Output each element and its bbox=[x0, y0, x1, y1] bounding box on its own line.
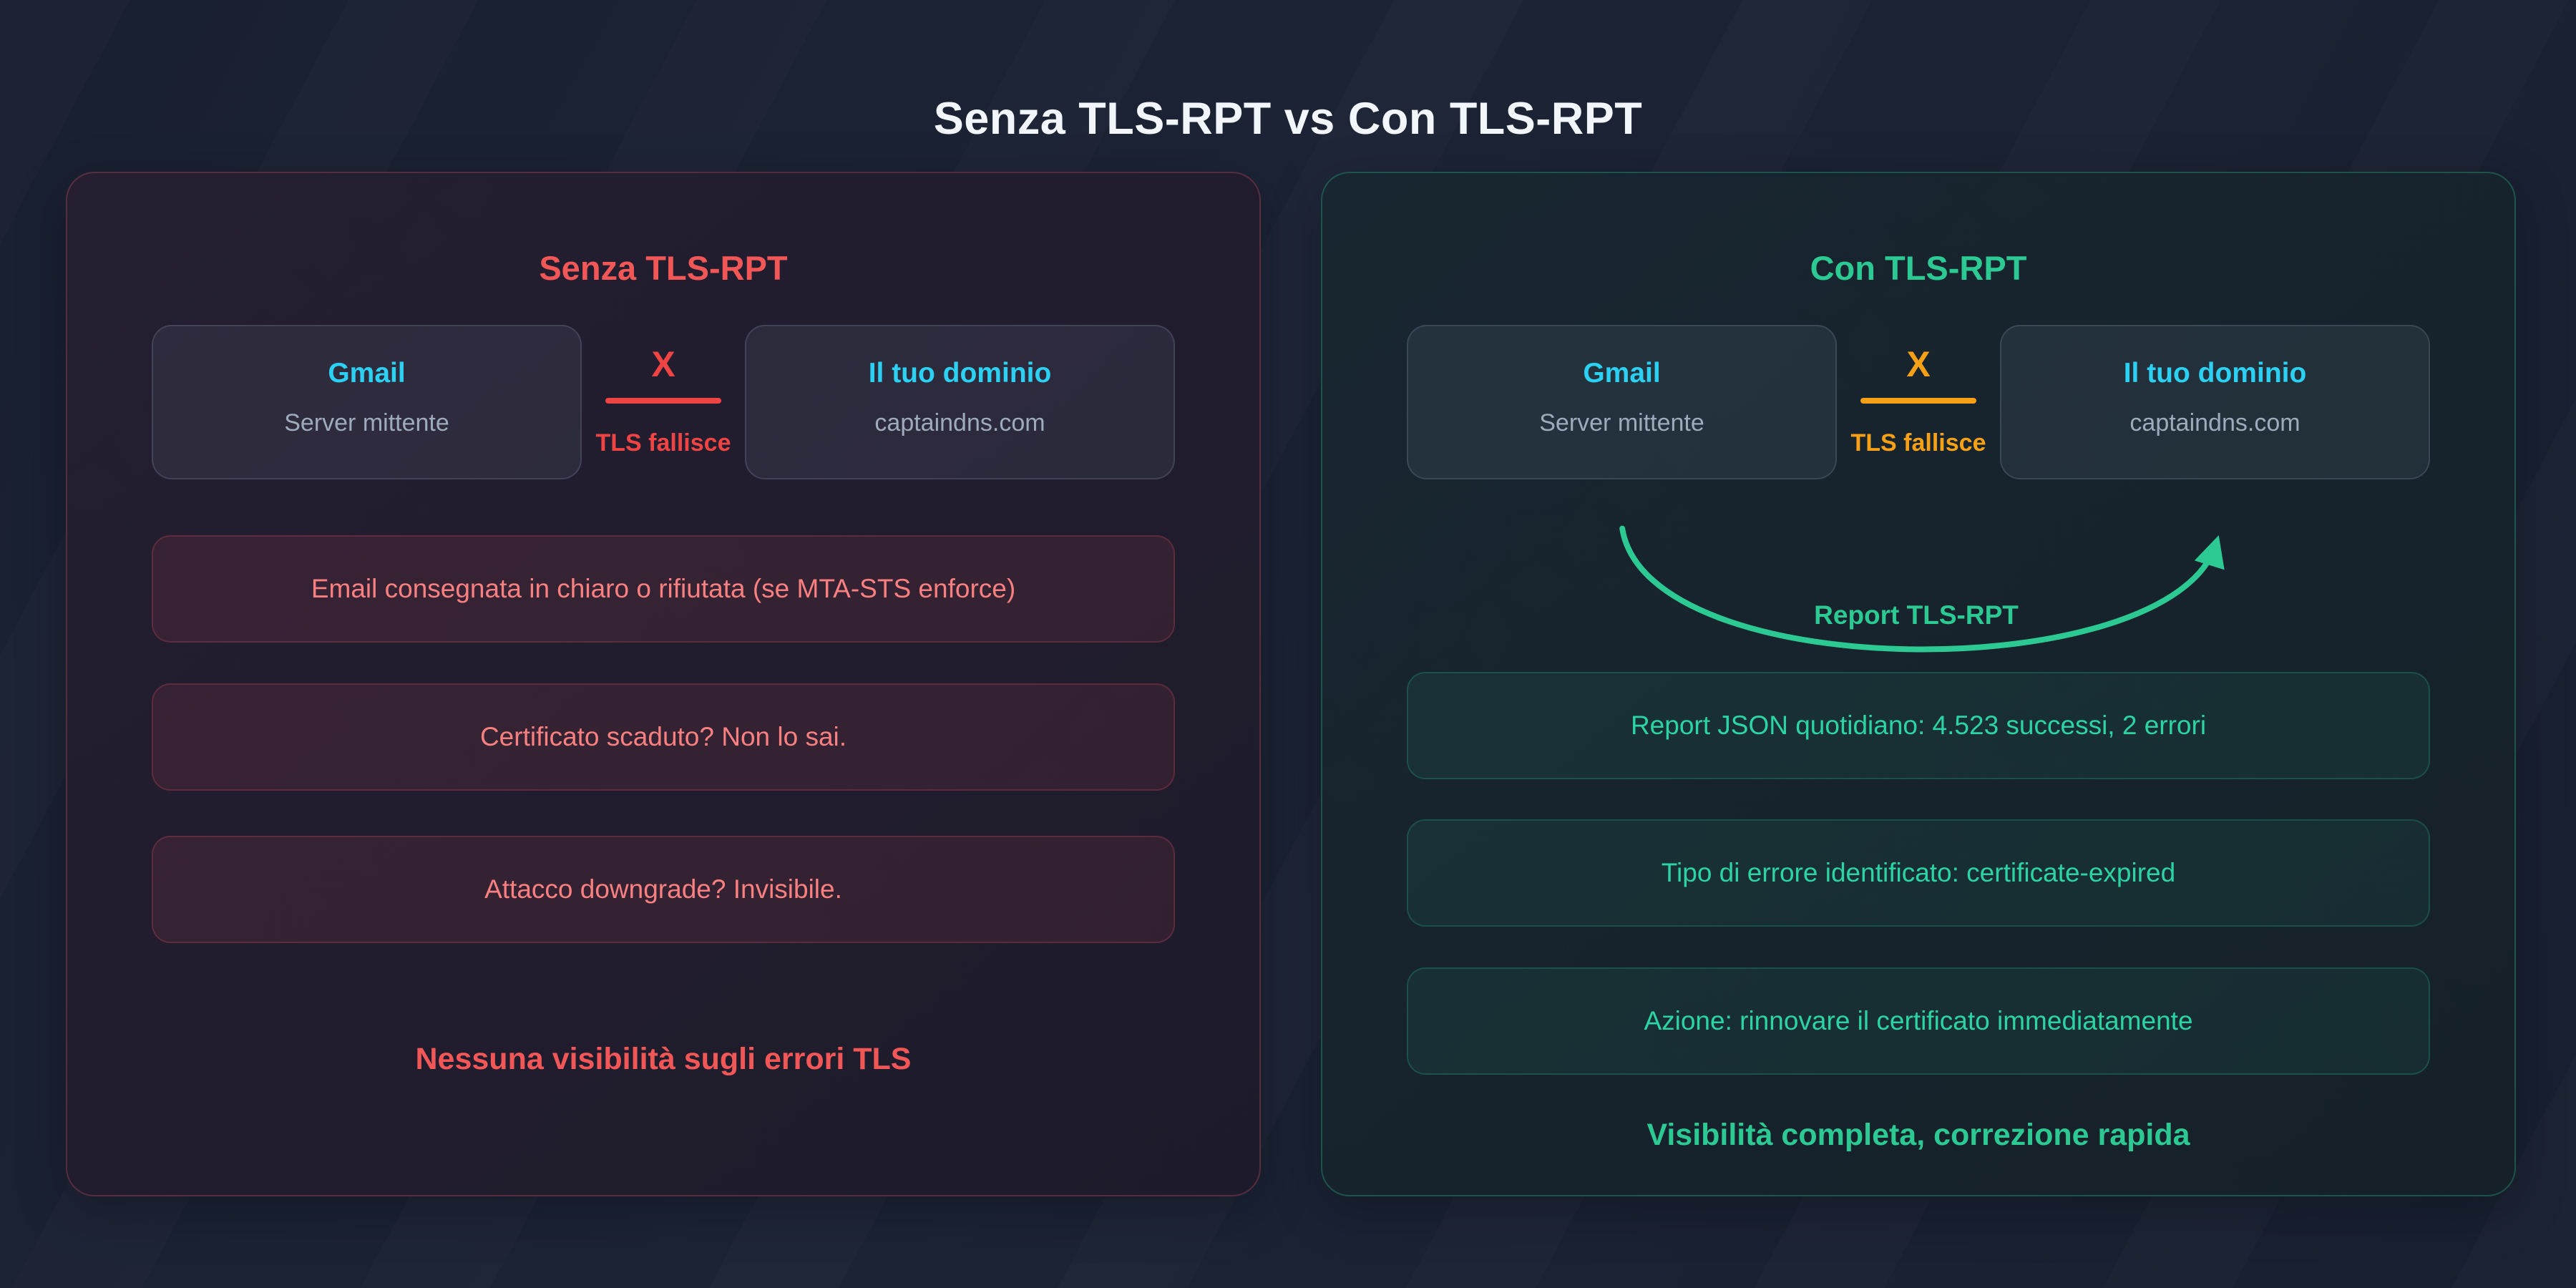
receiver-server-card: Il tuo dominio captaindns.com bbox=[2000, 325, 2430, 479]
panel-heading-senza: Senza TLS-RPT bbox=[539, 249, 788, 287]
sender-server-card: Gmail Server mittente bbox=[152, 325, 582, 479]
server-name: Gmail bbox=[328, 357, 406, 389]
panel-footer-con: Visibilità completa, correzione rapida bbox=[1646, 1118, 2190, 1152]
failure-row: Email consegnata in chiaro o rifiutata (… bbox=[152, 535, 1175, 643]
panel-heading-con: Con TLS-RPT bbox=[1810, 249, 2027, 287]
tls-fail-line bbox=[605, 398, 721, 404]
receiver-server-card: Il tuo dominio captaindns.com bbox=[745, 325, 1175, 479]
server-name: Il tuo dominio bbox=[868, 357, 1052, 389]
tls-fail-x-mark: X bbox=[1906, 344, 1931, 384]
tls-fail-line bbox=[1860, 398, 1976, 404]
panel-senza-tls-rpt: Senza TLS-RPT Gmail Server mittente X TL… bbox=[66, 172, 1261, 1196]
benefit-row: Azione: rinnovare il certificato immedia… bbox=[1407, 967, 2430, 1075]
page-title: Senza TLS-RPT vs Con TLS-RPT bbox=[933, 94, 1643, 145]
tls-failure-indicator: X TLS fallisce bbox=[1837, 325, 2000, 479]
panel-footer-senza: Nessuna visibilità sugli errori TLS bbox=[415, 1042, 912, 1076]
failure-row: Attacco downgrade? Invisibile. bbox=[152, 836, 1175, 943]
server-caption: captaindns.com bbox=[874, 409, 1045, 436]
report-arrow-label: Report TLS-RPT bbox=[1814, 600, 2019, 630]
servers-row: Gmail Server mittente X TLS fallisce Il … bbox=[1407, 325, 2430, 479]
server-caption: Server mittente bbox=[284, 409, 449, 436]
tls-fail-label: TLS fallisce bbox=[595, 429, 731, 457]
tls-fail-label: TLS fallisce bbox=[1850, 429, 1986, 457]
benefit-row: Tipo di errore identificato: certificate… bbox=[1407, 819, 2430, 927]
sender-server-card: Gmail Server mittente bbox=[1407, 325, 1837, 479]
panel-con-tls-rpt: Con TLS-RPT Gmail Server mittente X TLS … bbox=[1321, 172, 2516, 1196]
benefit-row: Report JSON quotidiano: 4.523 successi, … bbox=[1407, 672, 2430, 779]
server-name: Il tuo dominio bbox=[2123, 357, 2307, 389]
tls-failure-indicator: X TLS fallisce bbox=[582, 325, 745, 479]
server-caption: captaindns.com bbox=[2129, 409, 2301, 436]
server-name: Gmail bbox=[1583, 357, 1661, 389]
failure-row: Certificato scaduto? Non lo sai. bbox=[152, 683, 1175, 791]
server-caption: Server mittente bbox=[1539, 409, 1704, 436]
tls-fail-x-mark: X bbox=[651, 344, 675, 384]
servers-row: Gmail Server mittente X TLS fallisce Il … bbox=[152, 325, 1175, 479]
